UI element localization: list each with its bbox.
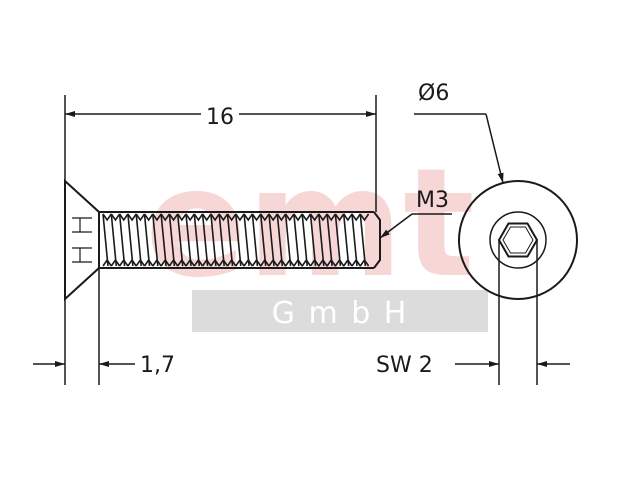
head-height-label: 1,7	[140, 353, 175, 378]
hidden-socket-lines	[72, 217, 92, 263]
thread-leader	[379, 213, 452, 239]
socket-circle	[489, 211, 547, 269]
watermark-suffix: G m b H	[272, 296, 409, 331]
hex-socket	[497, 222, 539, 258]
watermark-band	[192, 290, 488, 332]
thread-size-label: M3	[416, 188, 449, 213]
head-outline	[458, 180, 578, 300]
hex-socket-label: SW 2	[376, 353, 433, 378]
hex-socket-end-view-icon	[458, 180, 578, 300]
watermark-brand: emt	[145, 137, 475, 311]
thread-crest-top	[102, 213, 370, 222]
head-diameter-leader	[414, 113, 504, 184]
thread-flank	[102, 213, 367, 267]
watermark: emt G m b H	[145, 137, 488, 332]
length-label-bg	[201, 101, 239, 127]
head-diameter-label: Ø6	[418, 81, 449, 106]
screw-side-view-icon	[64, 178, 381, 302]
length-label: 16	[206, 105, 234, 130]
screw-head	[64, 178, 100, 302]
hex-socket-inner	[502, 226, 534, 254]
hex-socket-dimension	[455, 240, 570, 385]
thread-pattern	[102, 213, 370, 267]
head-height-dimension	[33, 268, 135, 385]
